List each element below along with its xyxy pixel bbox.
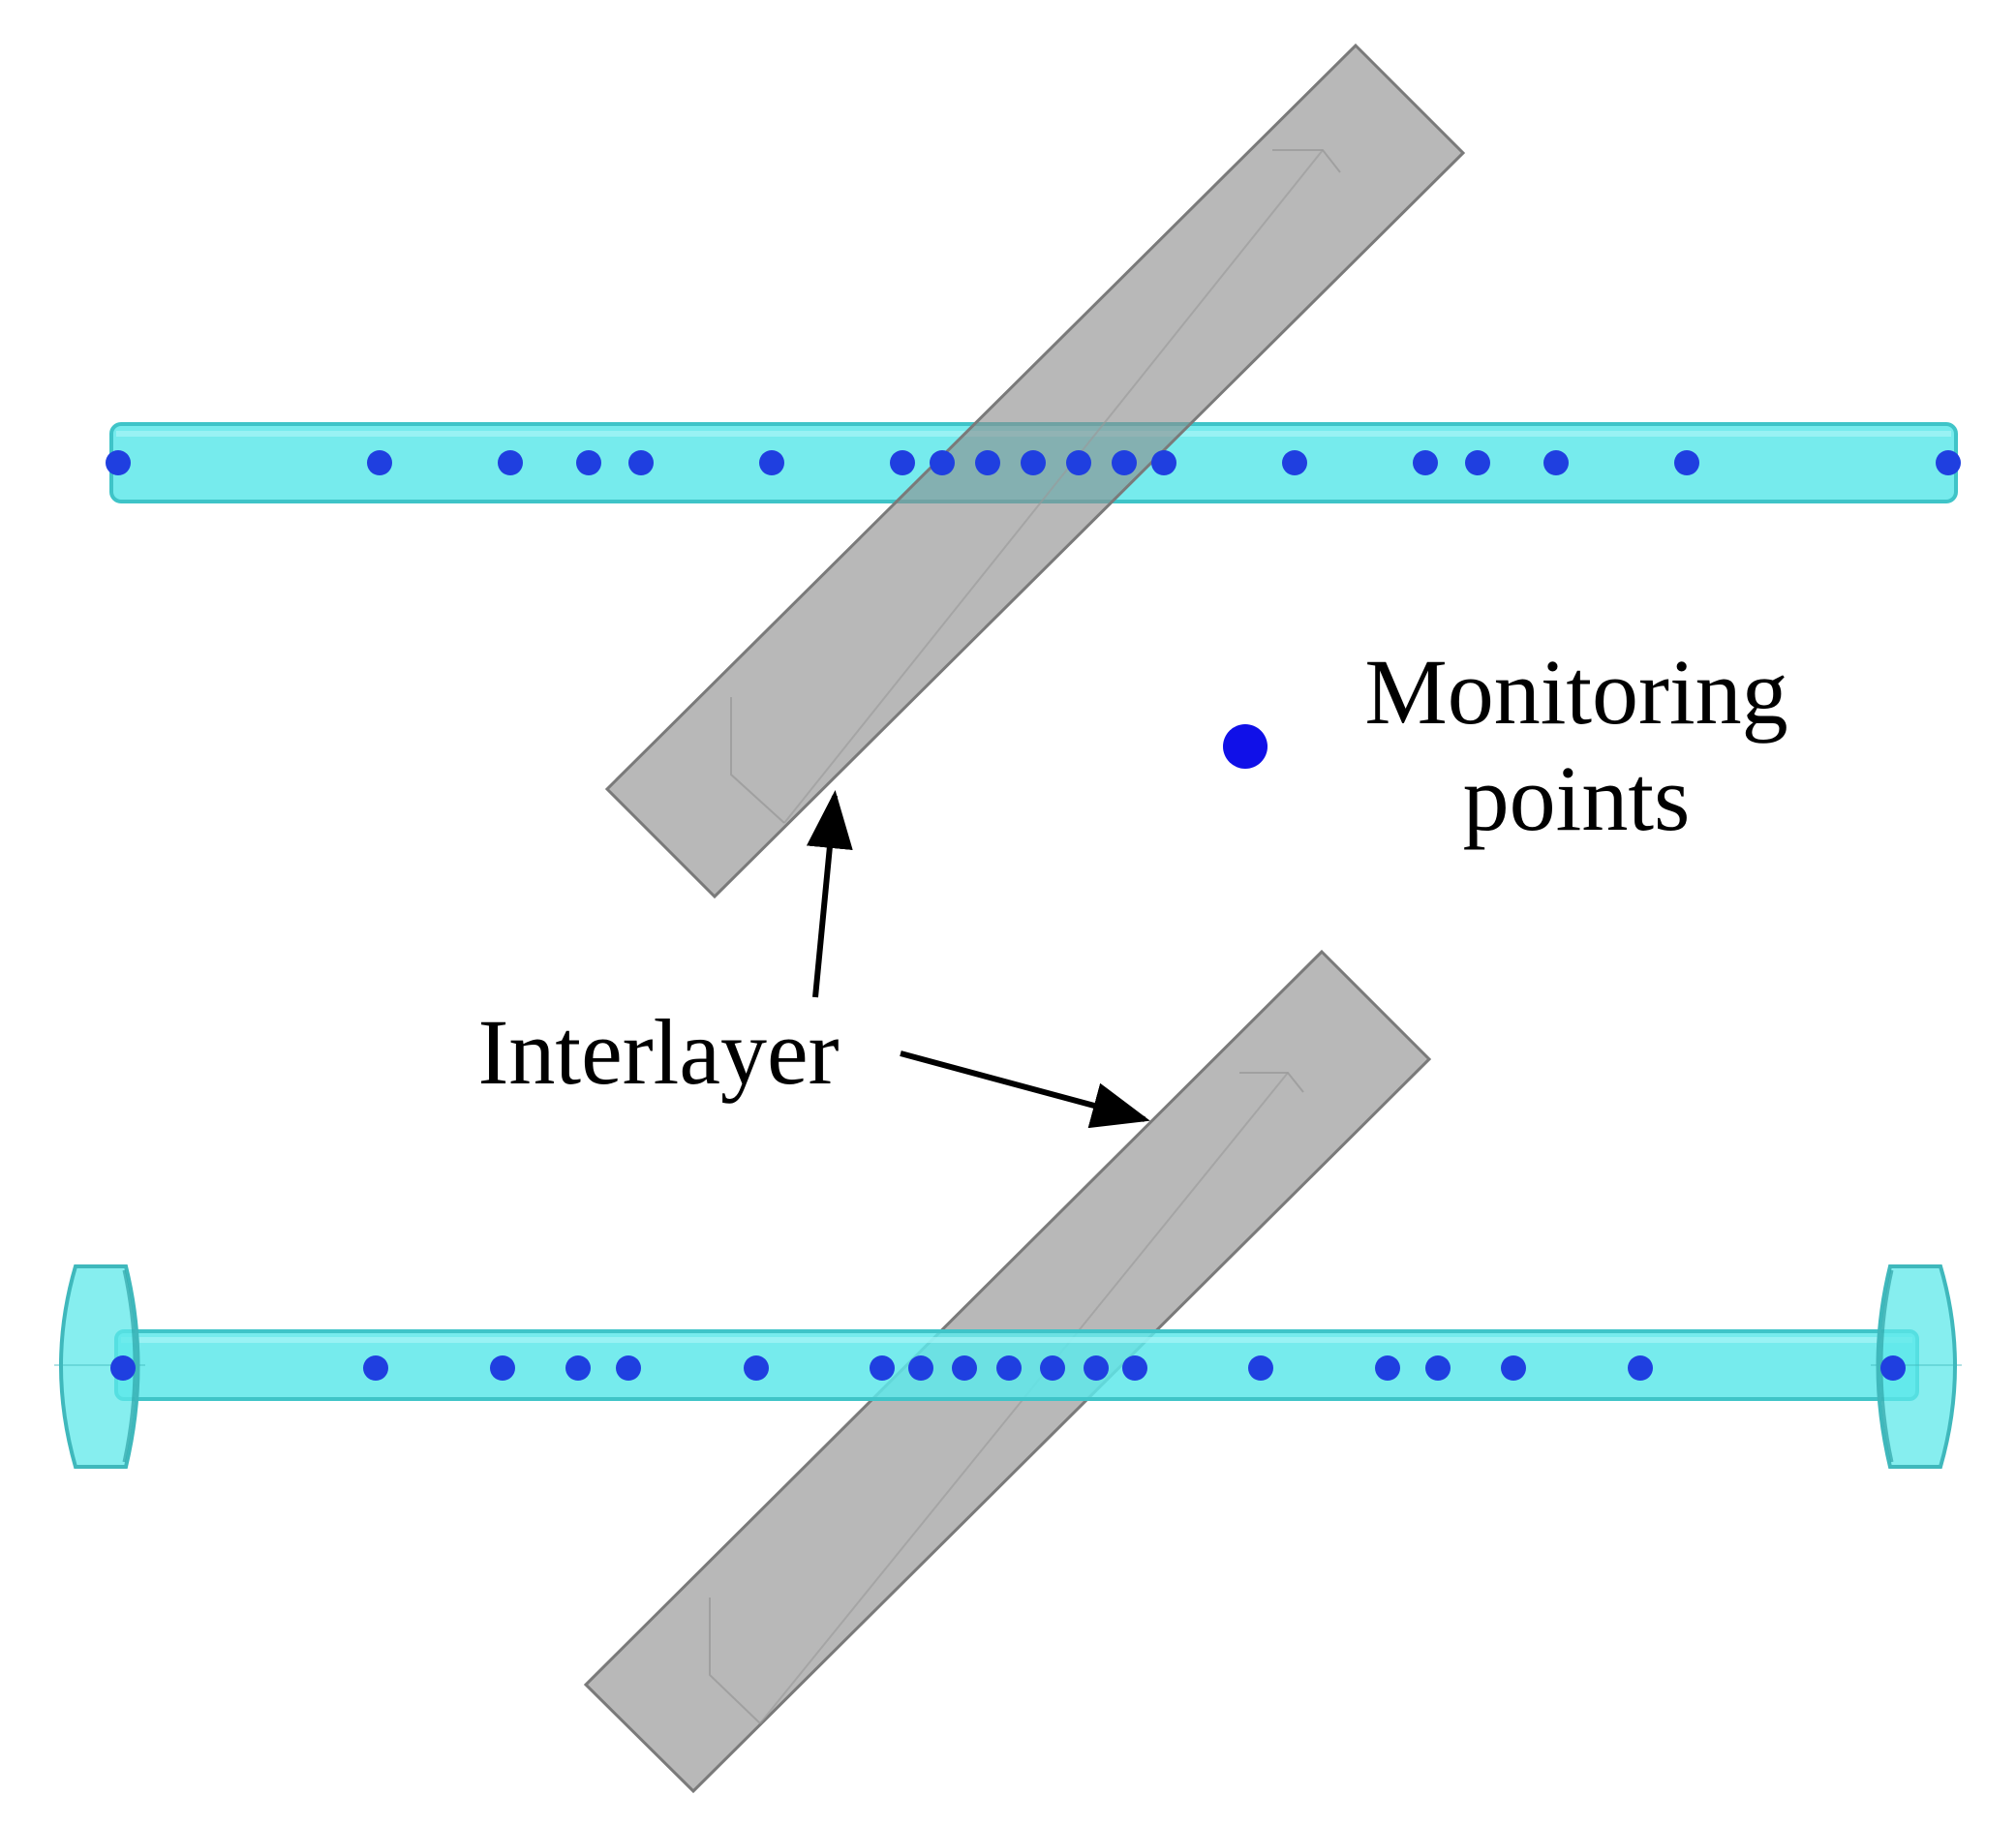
monitoring-point	[490, 1355, 515, 1381]
end-plate-right	[1871, 1264, 1962, 1469]
monitoring-point	[1628, 1355, 1653, 1381]
monitoring-point	[1248, 1355, 1273, 1381]
monitoring-point	[1122, 1355, 1147, 1381]
monitoring-point	[565, 1355, 591, 1381]
monitoring-point	[110, 1355, 136, 1381]
monitoring-point	[744, 1355, 769, 1381]
interlayer-arrow-lower	[900, 1050, 1150, 1129]
monitoring-point	[975, 450, 1000, 475]
legend-point-icon	[1223, 724, 1268, 769]
monitoring-point	[1021, 450, 1046, 475]
monitoring-point	[1425, 1355, 1451, 1381]
monitoring-point	[363, 1355, 388, 1381]
monitoring-point	[1084, 1355, 1109, 1381]
monitoring-point	[367, 450, 392, 475]
monitoring-point	[996, 1355, 1022, 1381]
interlayer-arrow-upper	[806, 790, 853, 998]
monitoring-point	[1040, 1355, 1065, 1381]
monitoring-point	[1674, 450, 1699, 475]
monitoring-point	[908, 1355, 933, 1381]
monitoring-point	[890, 450, 915, 475]
monitoring-point	[628, 450, 654, 475]
legend: Monitoring points	[1223, 640, 1788, 850]
monitoring-point	[1375, 1355, 1400, 1381]
monitoring-point	[870, 1355, 895, 1381]
bottom-rod-monitoring-points	[110, 1355, 1906, 1381]
top-rod-monitoring-points	[106, 450, 1961, 475]
interlayer-block-upper-diagonal	[783, 149, 1324, 824]
monitoring-point	[1112, 450, 1137, 475]
monitoring-point	[1413, 450, 1438, 475]
monitoring-point	[1501, 1355, 1526, 1381]
interlayer-block-upper-edge-lower	[730, 697, 785, 824]
monitoring-point	[1282, 450, 1307, 475]
monitoring-point	[759, 450, 784, 475]
interlayer-label: Interlayer	[477, 1000, 839, 1104]
monitoring-point	[576, 450, 601, 475]
monitoring-point	[616, 1355, 641, 1381]
legend-label-line2: points	[1463, 746, 1691, 850]
monitoring-point	[1465, 450, 1490, 475]
monitoring-point	[1151, 450, 1176, 475]
end-plate-left	[54, 1264, 145, 1469]
legend-label-line1: Monitoring	[1364, 640, 1787, 744]
monitoring-point	[498, 450, 523, 475]
monitoring-point	[1543, 450, 1569, 475]
monitoring-point	[106, 450, 131, 475]
monitoring-point	[952, 1355, 977, 1381]
interlayer-annotation: Interlayer	[477, 790, 1150, 1129]
interlayer-block-lower-edge-lower	[709, 1598, 761, 1724]
monitoring-point	[1880, 1355, 1906, 1381]
monitoring-point	[930, 450, 955, 475]
monitoring-point	[1066, 450, 1091, 475]
monitoring-point	[1936, 450, 1961, 475]
